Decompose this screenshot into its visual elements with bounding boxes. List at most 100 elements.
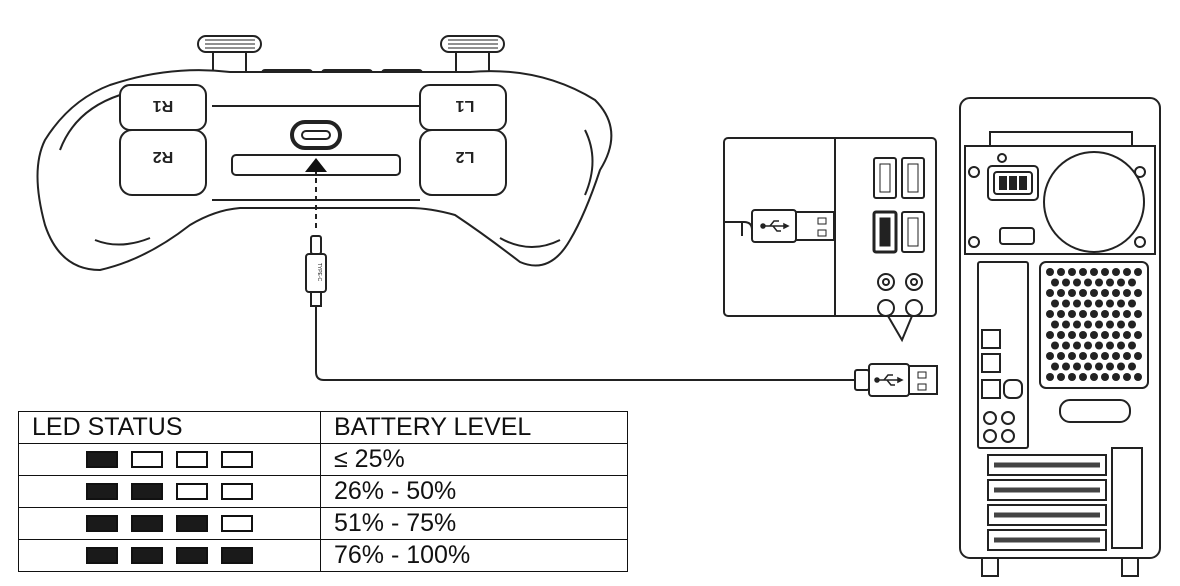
vent-hole — [1128, 362, 1136, 371]
vent-hole — [1134, 331, 1142, 339]
vent-hole — [1112, 310, 1120, 318]
led-status-cell — [18, 507, 321, 540]
battery-level-cell: 51% - 75% — [320, 507, 628, 540]
vent-hole — [1068, 310, 1076, 318]
vent-hole — [1046, 268, 1054, 276]
vent-hole — [1134, 352, 1142, 360]
vent-hole — [1073, 320, 1081, 329]
vent-hole — [1079, 373, 1087, 381]
battery-level-cell: 26% - 50% — [320, 475, 628, 508]
vent-hole — [1112, 352, 1120, 360]
vent-grille — [1046, 268, 1142, 381]
vent-hole — [1079, 352, 1087, 360]
vent-hole — [1084, 299, 1092, 308]
vent-hole — [1073, 362, 1081, 371]
vent-hole — [1079, 310, 1087, 318]
led-indicators — [19, 515, 320, 532]
led-indicators — [19, 451, 320, 468]
vent-hole — [1068, 268, 1076, 276]
right-analog-stick — [440, 35, 505, 73]
led-off — [221, 483, 253, 500]
vent-hole — [1128, 320, 1136, 329]
vent-hole — [1051, 341, 1059, 350]
l1-label: L1 — [456, 97, 475, 114]
vent-hole — [1123, 310, 1131, 318]
vent-hole — [1095, 299, 1103, 308]
table-row: 76% - 100% — [18, 539, 628, 572]
led-on — [86, 451, 118, 468]
vent-hole — [1123, 268, 1131, 276]
led-status-cell — [18, 539, 321, 572]
vent-hole — [1117, 341, 1125, 350]
vent-hole — [1117, 299, 1125, 308]
vent-hole — [1123, 352, 1131, 360]
vent-hole — [1073, 278, 1081, 287]
vent-hole — [1057, 268, 1065, 276]
vent-hole — [1134, 373, 1142, 381]
vent-hole — [1095, 320, 1103, 329]
vent-hole — [1112, 373, 1120, 381]
r2-button — [119, 129, 207, 196]
vent-hole — [1134, 289, 1142, 297]
vent-hole — [1068, 373, 1076, 381]
vent-hole — [1068, 331, 1076, 339]
vent-hole — [1084, 278, 1092, 287]
type-c-label: TYPE-C — [316, 263, 322, 282]
vent-hole — [1128, 299, 1136, 308]
vent-hole — [1090, 268, 1098, 276]
vent-hole — [1062, 341, 1070, 350]
r1-label: R1 — [153, 97, 174, 114]
left-analog-stick — [197, 35, 262, 73]
power-socket-icon — [987, 165, 1039, 201]
vent-hole — [1068, 289, 1076, 297]
led-off — [221, 451, 253, 468]
vent-hole — [1057, 373, 1065, 381]
vent-hole — [1051, 278, 1059, 287]
vent-hole — [1112, 289, 1120, 297]
usb-a-plug — [854, 363, 938, 397]
vent-hole — [1106, 320, 1114, 329]
led-on — [176, 515, 208, 532]
led-status-cell — [18, 475, 321, 508]
led-on — [86, 483, 118, 500]
vent-hole — [1073, 299, 1081, 308]
vent-hole — [1051, 320, 1059, 329]
port-zoom-inset — [723, 137, 937, 343]
led-indicators — [19, 483, 320, 500]
led-status-cell — [18, 443, 321, 476]
vent-hole — [1117, 320, 1125, 329]
vent-hole — [1079, 331, 1087, 339]
vent-hole — [1051, 362, 1059, 371]
vent-hole — [1046, 331, 1054, 339]
vent-hole — [1068, 352, 1076, 360]
led-on — [131, 547, 163, 564]
vent-hole — [1090, 331, 1098, 339]
vent-hole — [1046, 352, 1054, 360]
led-indicators — [19, 547, 320, 564]
vent-hole — [1117, 278, 1125, 287]
header-battery-level: BATTERY LEVEL — [320, 411, 628, 444]
table-header-row: LED STATUS BATTERY LEVEL — [18, 411, 628, 444]
vent-hole — [1123, 289, 1131, 297]
vent-hole — [1084, 341, 1092, 350]
vent-hole — [1128, 341, 1136, 350]
usb-cable — [315, 306, 855, 381]
vent-hole — [1057, 289, 1065, 297]
vent-hole — [1101, 289, 1109, 297]
vent-hole — [1128, 278, 1136, 287]
vent-hole — [1134, 268, 1142, 276]
vent-hole — [1057, 331, 1065, 339]
vent-hole — [1079, 289, 1087, 297]
table-row: ≤ 25% — [18, 443, 628, 476]
vent-hole — [1073, 341, 1081, 350]
vent-hole — [1046, 289, 1054, 297]
vent-hole — [1062, 278, 1070, 287]
insert-arrow — [305, 158, 327, 228]
usb-icon — [760, 220, 790, 232]
vent-hole — [1106, 299, 1114, 308]
vent-hole — [1106, 362, 1114, 371]
battery-level-cell: 76% - 100% — [320, 539, 628, 572]
vent-hole — [1095, 278, 1103, 287]
led-off — [221, 515, 253, 532]
